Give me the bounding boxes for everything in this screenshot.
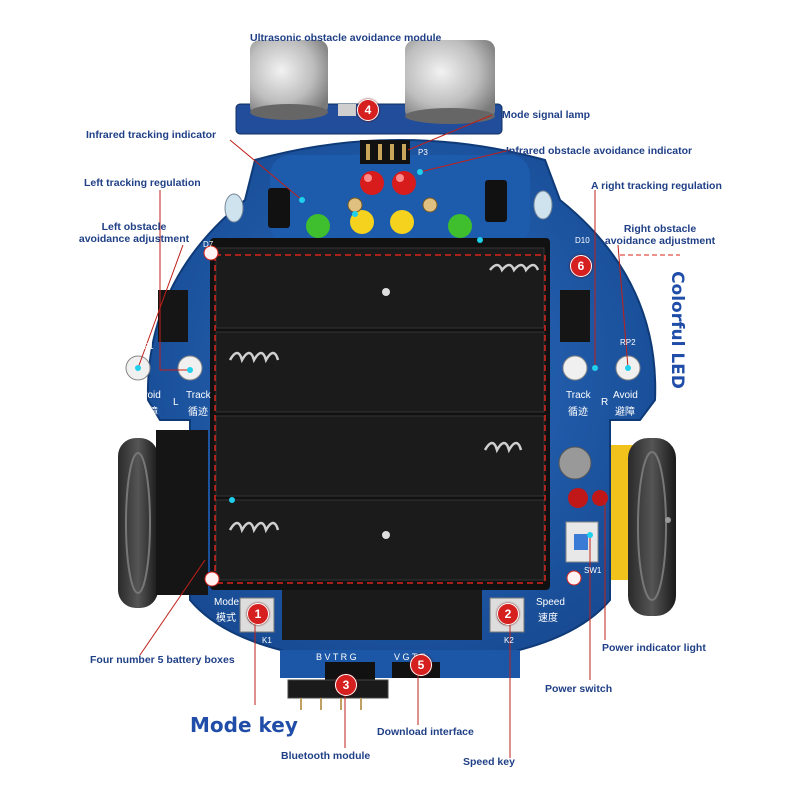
label-mode-key: Mode key (190, 713, 298, 737)
right-wheel (600, 438, 676, 616)
label-colorful-led: Colorful LED (667, 271, 687, 389)
label-power-switch: Power switch (545, 683, 613, 695)
marker-4: 4 (357, 99, 379, 121)
pcb-r: R (601, 397, 609, 408)
marker-1: 1 (247, 603, 269, 625)
pcb-track-right-cn: 循迹 (568, 407, 588, 418)
pcb-speed-cn: 速度 (538, 613, 558, 624)
cyan-dots (135, 169, 631, 538)
pcb-track-left: Track (186, 390, 211, 401)
pcb-rp2: RP2 (620, 338, 636, 347)
pcb-d10: D10 (575, 236, 590, 245)
pcb-avoid-right-cn: 避障 (615, 407, 635, 418)
pcb-avoid-left: Avoid (136, 390, 161, 401)
marker-5: 5 (410, 654, 432, 676)
label-infrared-obstacle-indicator: Infrared obstacle avoidance indicator (506, 145, 693, 157)
pcb-avoid-right: Avoid (613, 390, 638, 401)
marker-3: 3 (335, 674, 357, 696)
pcb-track-right: Track (566, 390, 591, 401)
pcb-avoid-left-cn: 避障 (138, 407, 158, 418)
pcb-pins-bt: B V T R G (316, 652, 357, 662)
pcb-pins-dl: V G T R (394, 652, 427, 662)
pcb-mode-cn: 模式 (216, 613, 236, 624)
label-left-obstacle-1: Left obstacle (101, 221, 167, 233)
label-right-obstacle-1: Right obstacle (623, 223, 697, 235)
label-download-interface: Download interface (377, 726, 474, 738)
label-power-indicator: Power indicator light (602, 642, 706, 654)
callout-lines (137, 100, 629, 758)
infrared-sensors (224, 180, 553, 228)
label-infrared-tracking-indicator: Infrared tracking indicator (86, 129, 217, 141)
label-left-tracking-regulation: Left tracking regulation (84, 177, 201, 189)
battery-box (210, 238, 550, 590)
pcb-k1: K1 (262, 636, 272, 645)
mode-signal-lamps (360, 171, 416, 195)
label-left-obstacle-2: avoidance adjustment (78, 233, 190, 245)
pcb-sw1: SW1 (584, 566, 602, 575)
pcb-k2: K2 (504, 636, 514, 645)
pcb-track-left-cn: 循迹 (188, 407, 208, 418)
pcb-speed: Speed (536, 597, 565, 608)
ultrasonic-module (235, 40, 503, 164)
label-speed-key: Speed key (463, 756, 515, 768)
label-mode-signal-lamp: Mode signal lamp (502, 109, 591, 121)
label-battery-boxes: Four number 5 battery boxes (90, 654, 235, 666)
pcb-p3: P3 (418, 148, 428, 157)
tracking-indicator-leds (306, 197, 472, 238)
label-right-tracking-regulation: A right tracking regulation (591, 180, 722, 192)
label-bluetooth-module: Bluetooth module (281, 750, 371, 762)
pcb-rp1: RP1 (138, 342, 154, 351)
pcb-d7: D7 (203, 240, 214, 249)
marker-2: 2 (497, 603, 519, 625)
label-right-obstacle-2: avoidance adjustment (604, 235, 716, 247)
pcb-mode: Mode (214, 597, 240, 608)
marker-6: 6 (570, 255, 592, 277)
pcb-l: L (173, 397, 179, 408)
label-ultrasonic: Ultrasonic obstacle avoidance module (250, 32, 442, 44)
